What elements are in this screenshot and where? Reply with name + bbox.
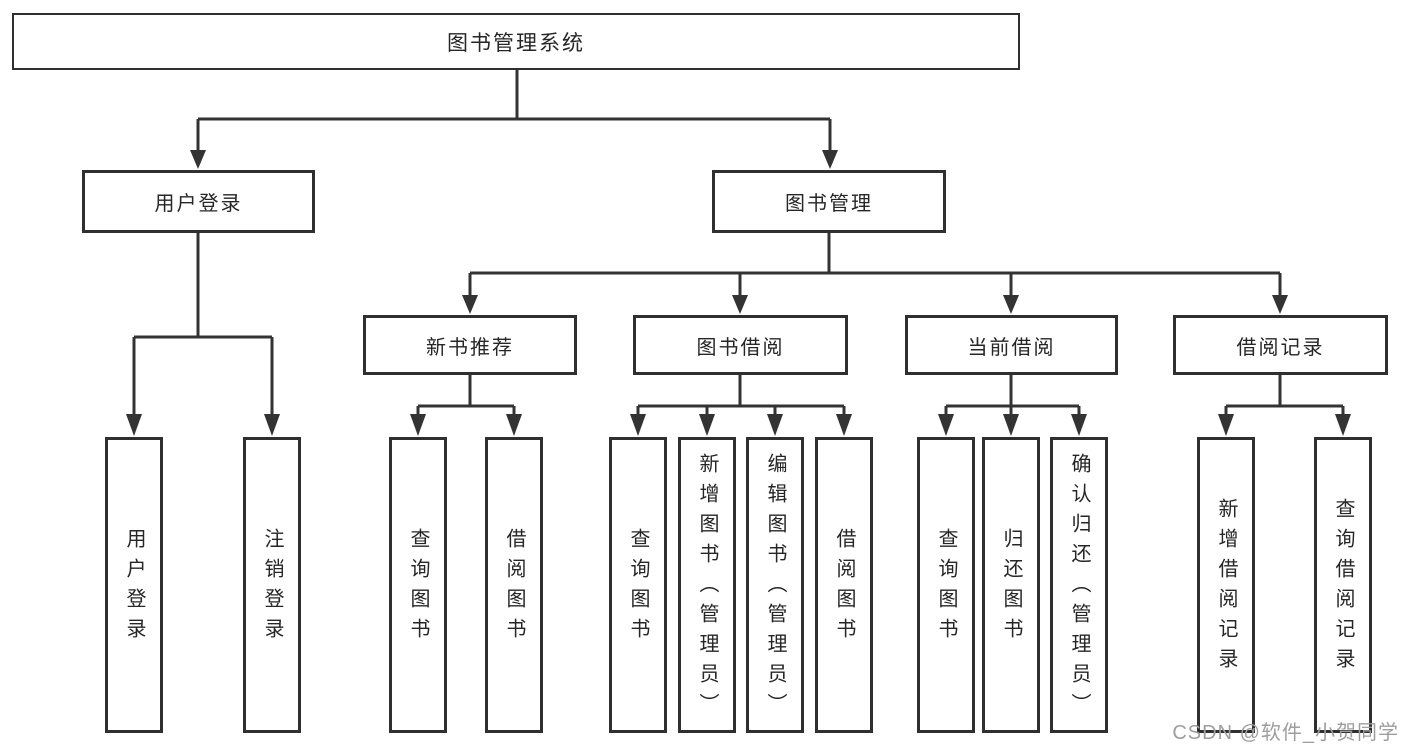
node-borrow-books-leaf: 借阅图书 [815,437,873,733]
node-add-borrow-record: 新增借阅记录 [1197,437,1255,733]
node-logout-login: 注销登录 [243,437,301,733]
node-add-book-admin: 新增图书（管理员） [678,437,736,733]
node-user-login: 用户登录 [82,170,315,233]
node-current-borrow: 当前借阅 [905,315,1118,375]
node-borrow-records: 借阅记录 [1173,315,1388,375]
node-confirm-return-admin: 确认归还（管理员） [1050,437,1108,733]
node-book-borrow: 图书借阅 [633,315,848,375]
node-search-books-borrow: 查询图书 [609,437,667,733]
node-search-books-current: 查询图书 [917,437,975,733]
watermark-text: CSDN @软件_小贺同学 [1172,722,1399,744]
node-borrow-books-recommend: 借阅图书 [485,437,543,733]
node-search-books-recommend: 查询图书 [389,437,447,733]
node-search-borrow-record: 查询借阅记录 [1314,437,1372,733]
node-book-management: 图书管理 [712,170,946,233]
node-new-book-recommend: 新书推荐 [363,315,577,375]
node-user-login-leaf: 用户登录 [105,437,163,733]
node-library-management-system: 图书管理系统 [12,13,1020,70]
node-edit-book-admin: 编辑图书（管理员） [746,437,804,733]
node-return-book: 归还图书 [982,437,1040,733]
